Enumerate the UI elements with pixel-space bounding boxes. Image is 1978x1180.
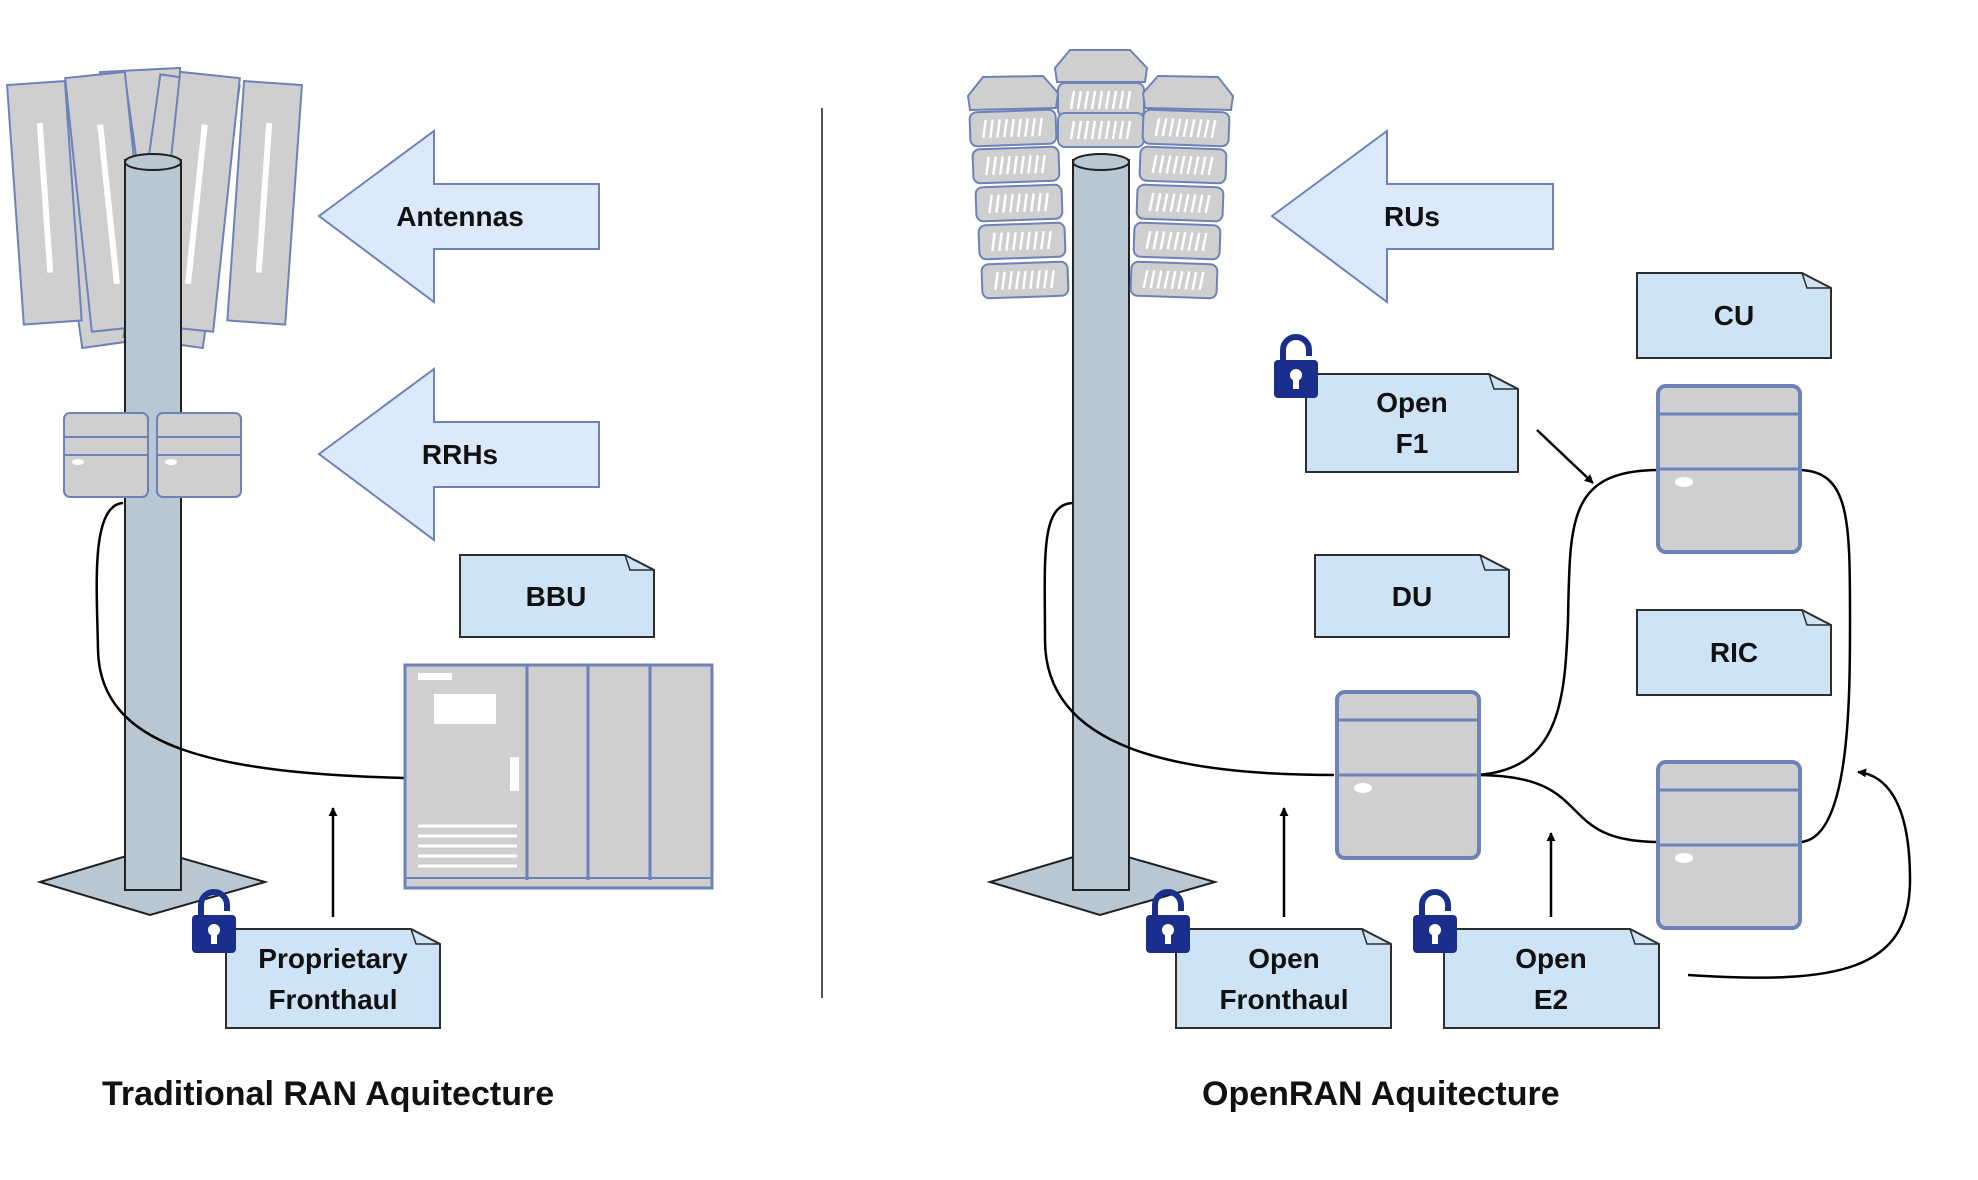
proprietary-fronthaul-note: Proprietary Fronthaul bbox=[225, 928, 441, 1029]
ric-label: RIC bbox=[1710, 637, 1758, 668]
fronthaul-cable bbox=[95, 501, 406, 780]
du-note: DU bbox=[1314, 554, 1510, 638]
f1-cable bbox=[1475, 468, 1661, 777]
ru-cap bbox=[1141, 74, 1235, 112]
tower-pole bbox=[124, 159, 182, 891]
openran-section: RUs CU DU RIC Open F1 bbox=[966, 49, 1912, 1113]
e2-cable bbox=[1475, 773, 1661, 844]
rus-label: RUs bbox=[1384, 201, 1440, 232]
tower-pole-top bbox=[124, 153, 182, 171]
antennas-callout-arrow: Antennas bbox=[317, 129, 600, 304]
tower-pole-top bbox=[1072, 153, 1130, 171]
ru-unit bbox=[977, 221, 1067, 261]
ru-unit bbox=[1129, 260, 1219, 300]
open-f1-line1: Open bbox=[1376, 387, 1448, 418]
traditional-caption: Traditional RAN Aquitecture bbox=[102, 1075, 554, 1113]
ru-array-front bbox=[1129, 108, 1231, 300]
ru-unit bbox=[1057, 82, 1145, 118]
lock-icon bbox=[1274, 337, 1318, 398]
ru-unit bbox=[1141, 108, 1231, 148]
ru-cap bbox=[966, 74, 1060, 112]
openran-caption: OpenRAN Aquitecture bbox=[1202, 1075, 1560, 1113]
ru-cap bbox=[1053, 49, 1149, 83]
ru-unit bbox=[1138, 145, 1228, 185]
e2-ric-arrow bbox=[1687, 768, 1912, 979]
fronthaul-cable bbox=[1043, 501, 1335, 777]
lock-icon bbox=[192, 892, 236, 953]
cu-server bbox=[1656, 384, 1802, 554]
bbu-cabinet bbox=[403, 663, 714, 890]
du-server bbox=[1335, 690, 1481, 860]
rus-callout-arrow: RUs bbox=[1270, 129, 1554, 304]
f1-pointer-arrow bbox=[1536, 429, 1594, 484]
ru-unit bbox=[968, 108, 1058, 148]
ru-unit bbox=[1135, 183, 1225, 223]
ru-array bbox=[966, 49, 1235, 300]
open-f1-line2: F1 bbox=[1396, 428, 1429, 459]
proprietary-fronthaul-line1: Proprietary bbox=[258, 943, 408, 974]
proprietary-fronthaul-line2: Fronthaul bbox=[268, 984, 397, 1015]
antenna-panel-array bbox=[6, 66, 303, 350]
cu-note: CU bbox=[1636, 272, 1832, 359]
lock-icon bbox=[1413, 892, 1457, 953]
open-e2-note: Open E2 bbox=[1443, 928, 1660, 1029]
antennas-label: Antennas bbox=[396, 201, 524, 232]
ru-unit bbox=[971, 145, 1061, 185]
open-e2-line2: E2 bbox=[1534, 984, 1568, 1015]
ru-unit bbox=[974, 183, 1064, 223]
ru-unit bbox=[1132, 221, 1222, 261]
ric-note: RIC bbox=[1636, 609, 1832, 696]
bbu-label: BBU bbox=[526, 581, 587, 612]
ru-unit bbox=[1057, 112, 1145, 148]
tower-pole bbox=[1072, 159, 1130, 891]
rrh-unit bbox=[156, 412, 242, 498]
rrhs-callout-arrow: RRHs bbox=[317, 367, 600, 542]
du-label: DU bbox=[1392, 581, 1432, 612]
open-fronthaul-line2: Fronthaul bbox=[1219, 984, 1348, 1015]
open-fronthaul-note: Open Fronthaul bbox=[1175, 928, 1392, 1029]
cu-label: CU bbox=[1714, 300, 1754, 331]
open-fronthaul-line1: Open bbox=[1248, 943, 1320, 974]
lock-icon bbox=[1146, 892, 1190, 953]
open-f1-note: Open F1 bbox=[1305, 373, 1519, 473]
f1-cable-loop bbox=[1797, 468, 1852, 844]
rrh-unit bbox=[63, 412, 149, 498]
bbu-note: BBU bbox=[459, 554, 655, 638]
ru-unit bbox=[980, 260, 1070, 300]
traditional-section: Antennas RRHs BBU Proprietary Fronthaul … bbox=[6, 66, 714, 1113]
rrhs-label: RRHs bbox=[422, 439, 498, 470]
open-e2-line1: Open bbox=[1515, 943, 1587, 974]
ric-server bbox=[1656, 760, 1802, 930]
